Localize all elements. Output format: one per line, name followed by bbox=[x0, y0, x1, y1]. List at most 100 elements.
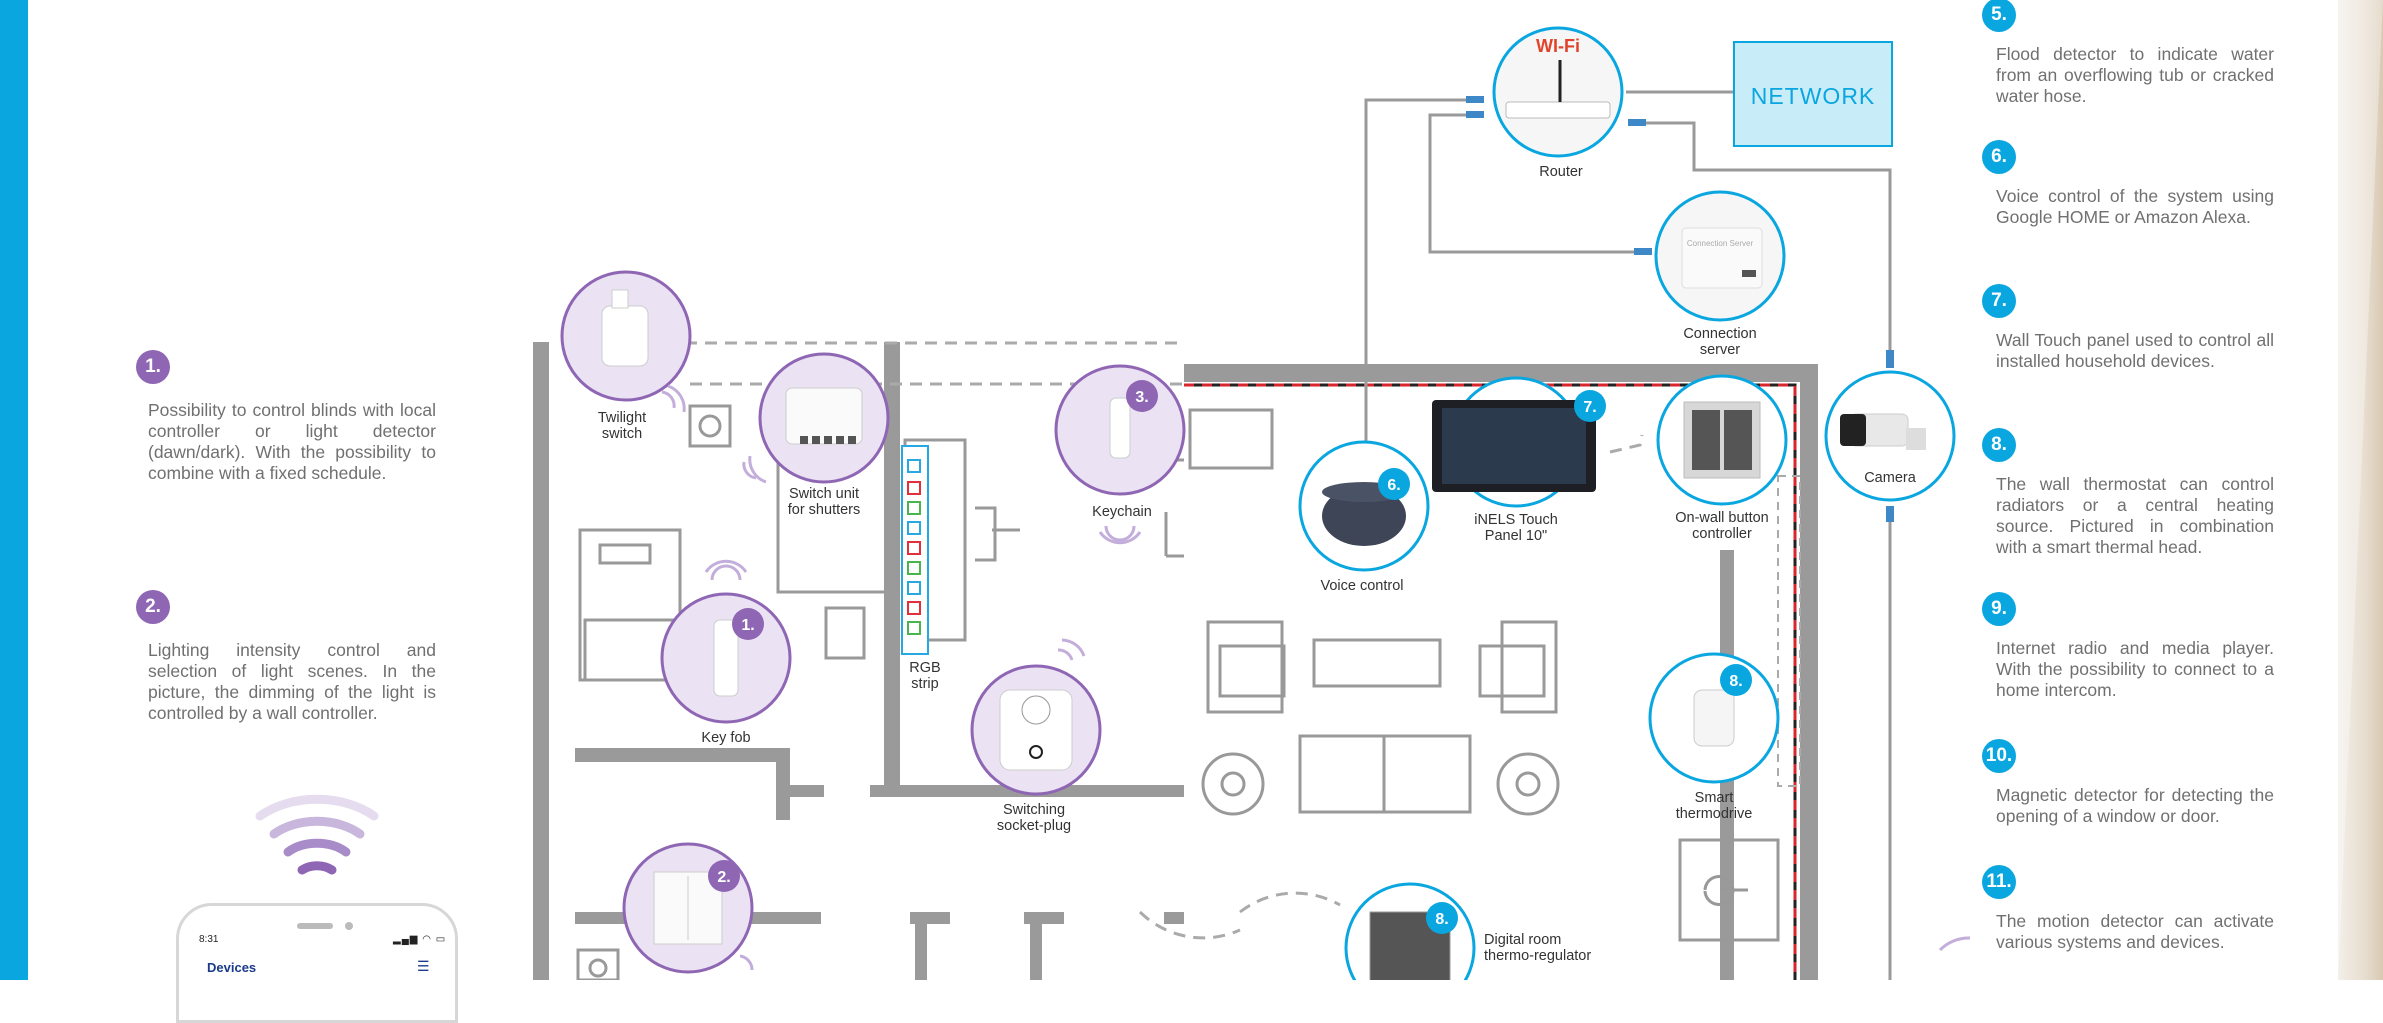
connection-server-label-line1: Connection bbox=[1683, 326, 1756, 342]
touch-panel-device: 7. bbox=[1432, 376, 1606, 508]
item-number-badge: 1. bbox=[136, 350, 170, 384]
touch-panel-label-line1: iNELS Touch bbox=[1474, 512, 1558, 528]
right-item-8: 8. The wall thermostat can control radia… bbox=[1982, 428, 2274, 558]
key-fob-device: 1. bbox=[660, 592, 792, 724]
floor-plan-diagram: NETWORK WI-Fi Router Connection Server C… bbox=[533, 26, 1971, 980]
wall bbox=[575, 748, 785, 762]
item-number-badge: 6. bbox=[1982, 140, 2016, 174]
switch-unit-label-line2: for shutters bbox=[788, 502, 861, 518]
smart-thermodrive-device: 8. bbox=[1648, 652, 1780, 784]
bus-cable bbox=[1184, 383, 1797, 980]
wall bbox=[915, 912, 927, 980]
dashed-column bbox=[1777, 475, 1801, 787]
right-item-10: 10. Magnetic detector for detecting the … bbox=[1982, 739, 2274, 827]
item-number-badge: 5. bbox=[1982, 0, 2016, 32]
furniture bbox=[576, 404, 1780, 980]
switch-unit-label-line1: Switch unit bbox=[789, 486, 859, 502]
item-description: Lighting intensity control and selection… bbox=[148, 640, 436, 723]
phone-speaker bbox=[297, 923, 333, 929]
camera-device bbox=[1824, 370, 1956, 502]
connection-server-label-line2: server bbox=[1700, 342, 1740, 358]
digital-thermo-label-line2: thermo-regulator bbox=[1484, 948, 1591, 964]
key-fob-label: Key fob bbox=[701, 730, 750, 746]
right-item-5: 5. Flood detector to indicate water from… bbox=[1982, 0, 2274, 107]
thermodrive-label-line1: Smart bbox=[1695, 790, 1734, 806]
list-menu-icon[interactable]: ☰ bbox=[417, 958, 430, 974]
switching-socket-device bbox=[970, 664, 1102, 796]
rgb-strip-label-line1: RGB bbox=[909, 660, 940, 676]
digital-thermo-badge: 8. bbox=[1435, 911, 1448, 928]
wall bbox=[776, 748, 790, 820]
twilight-switch-label-line1: Twilight bbox=[598, 410, 646, 426]
wall-controller-device: 2. bbox=[622, 842, 754, 974]
server-device-text: Connection Server bbox=[1687, 239, 1754, 248]
phone-wifi-icon bbox=[255, 794, 379, 875]
item-number-badge: 8. bbox=[1982, 428, 2016, 462]
keychain-badge: 3. bbox=[1135, 389, 1148, 406]
item-description: Flood detector to indicate water from an… bbox=[1996, 44, 2274, 106]
onwall-button-label-line2: controller bbox=[1692, 526, 1752, 542]
network-label: NETWORK bbox=[1751, 83, 1876, 109]
wall bbox=[533, 342, 549, 980]
item-description: The wall thermostat can control radiator… bbox=[1996, 474, 2274, 557]
phone-camera bbox=[345, 922, 353, 930]
phone-status-icons: ▂▄▆ ◠ ▭ bbox=[393, 934, 447, 945]
router-device: WI-Fi bbox=[1492, 26, 1624, 158]
router-label: Router bbox=[1539, 164, 1583, 180]
item-number-badge: 9. bbox=[1982, 592, 2016, 626]
item-number-badge: 11. bbox=[1982, 865, 2016, 899]
wall-controller-badge: 2. bbox=[717, 869, 730, 886]
item-description: Magnetic detector for detecting the open… bbox=[1996, 785, 2274, 826]
onwall-button-device bbox=[1656, 374, 1788, 506]
thermodrive-label-line2: thermodrive bbox=[1676, 806, 1753, 822]
digital-thermo-label-line1: Digital room bbox=[1484, 932, 1561, 948]
switching-socket-label-line1: Switching bbox=[1003, 802, 1065, 818]
touch-panel-label-line2: Panel 10" bbox=[1485, 528, 1547, 544]
right-item-6: 6. Voice control of the system using Goo… bbox=[1982, 140, 2274, 228]
item-description: Possibility to control blinds with local… bbox=[148, 400, 436, 483]
wall bbox=[1184, 364, 1604, 382]
network-cables bbox=[1364, 90, 1892, 980]
twilight-switch-device bbox=[560, 270, 692, 402]
item-number-badge: 10. bbox=[1982, 739, 2016, 773]
voice-badge: 6. bbox=[1387, 477, 1400, 494]
left-item-1: 1. Possibility to control blinds with lo… bbox=[136, 350, 436, 484]
item-description: Wall Touch panel used to control all ins… bbox=[1996, 330, 2274, 371]
key-fob-badge: 1. bbox=[741, 617, 754, 634]
rgb-strip bbox=[901, 445, 929, 655]
phone-devices-title[interactable]: Devices bbox=[207, 960, 257, 975]
digital-thermo-device: 8. bbox=[1344, 882, 1476, 980]
smartphone: 8:31 ▂▄▆ ◠ ▭ Devices ☰ bbox=[176, 903, 458, 1023]
wall bbox=[1800, 364, 1818, 980]
network-box bbox=[1733, 41, 1893, 147]
wall bbox=[1030, 912, 1042, 980]
left-edge-bar bbox=[0, 0, 28, 980]
right-item-11: 11. The motion detector can activate var… bbox=[1982, 865, 2274, 953]
wall bbox=[1592, 364, 1818, 382]
phone-time: 8:31 bbox=[199, 934, 219, 945]
item-description: Voice control of the system using Google… bbox=[1996, 186, 2274, 227]
onwall-button-label-line1: On-wall button bbox=[1675, 510, 1769, 526]
wall bbox=[1164, 912, 1184, 924]
thermodrive-badge: 8. bbox=[1729, 673, 1742, 690]
touch-badge: 7. bbox=[1583, 399, 1596, 416]
voice-control-label: Voice control bbox=[1320, 578, 1403, 594]
wifi-label: WI-Fi bbox=[1536, 36, 1580, 56]
connection-server-device: Connection Server bbox=[1654, 190, 1786, 322]
right-edge-photo bbox=[2338, 0, 2383, 980]
camera-label: Camera bbox=[1864, 470, 1917, 486]
switching-socket-label-line2: socket-plug bbox=[997, 818, 1071, 834]
item-description: Internet radio and media player. With th… bbox=[1996, 638, 2274, 700]
item-description: The motion detector can activate various… bbox=[1996, 911, 2274, 952]
wall bbox=[884, 342, 900, 792]
switch-unit-device bbox=[758, 352, 890, 484]
right-item-7: 7. Wall Touch panel used to control all … bbox=[1982, 284, 2274, 372]
item-number-badge: 2. bbox=[136, 590, 170, 624]
signal-waves bbox=[661, 384, 1971, 971]
item-number-badge: 7. bbox=[1982, 284, 2016, 318]
right-item-9: 9. Internet radio and media player. With… bbox=[1982, 592, 2274, 701]
keychain-label: Keychain bbox=[1092, 504, 1152, 520]
rgb-strip-label-line2: strip bbox=[911, 676, 938, 692]
voice-control-device: 6. bbox=[1298, 440, 1430, 572]
left-item-2: 2. Lighting intensity control and select… bbox=[136, 590, 436, 724]
